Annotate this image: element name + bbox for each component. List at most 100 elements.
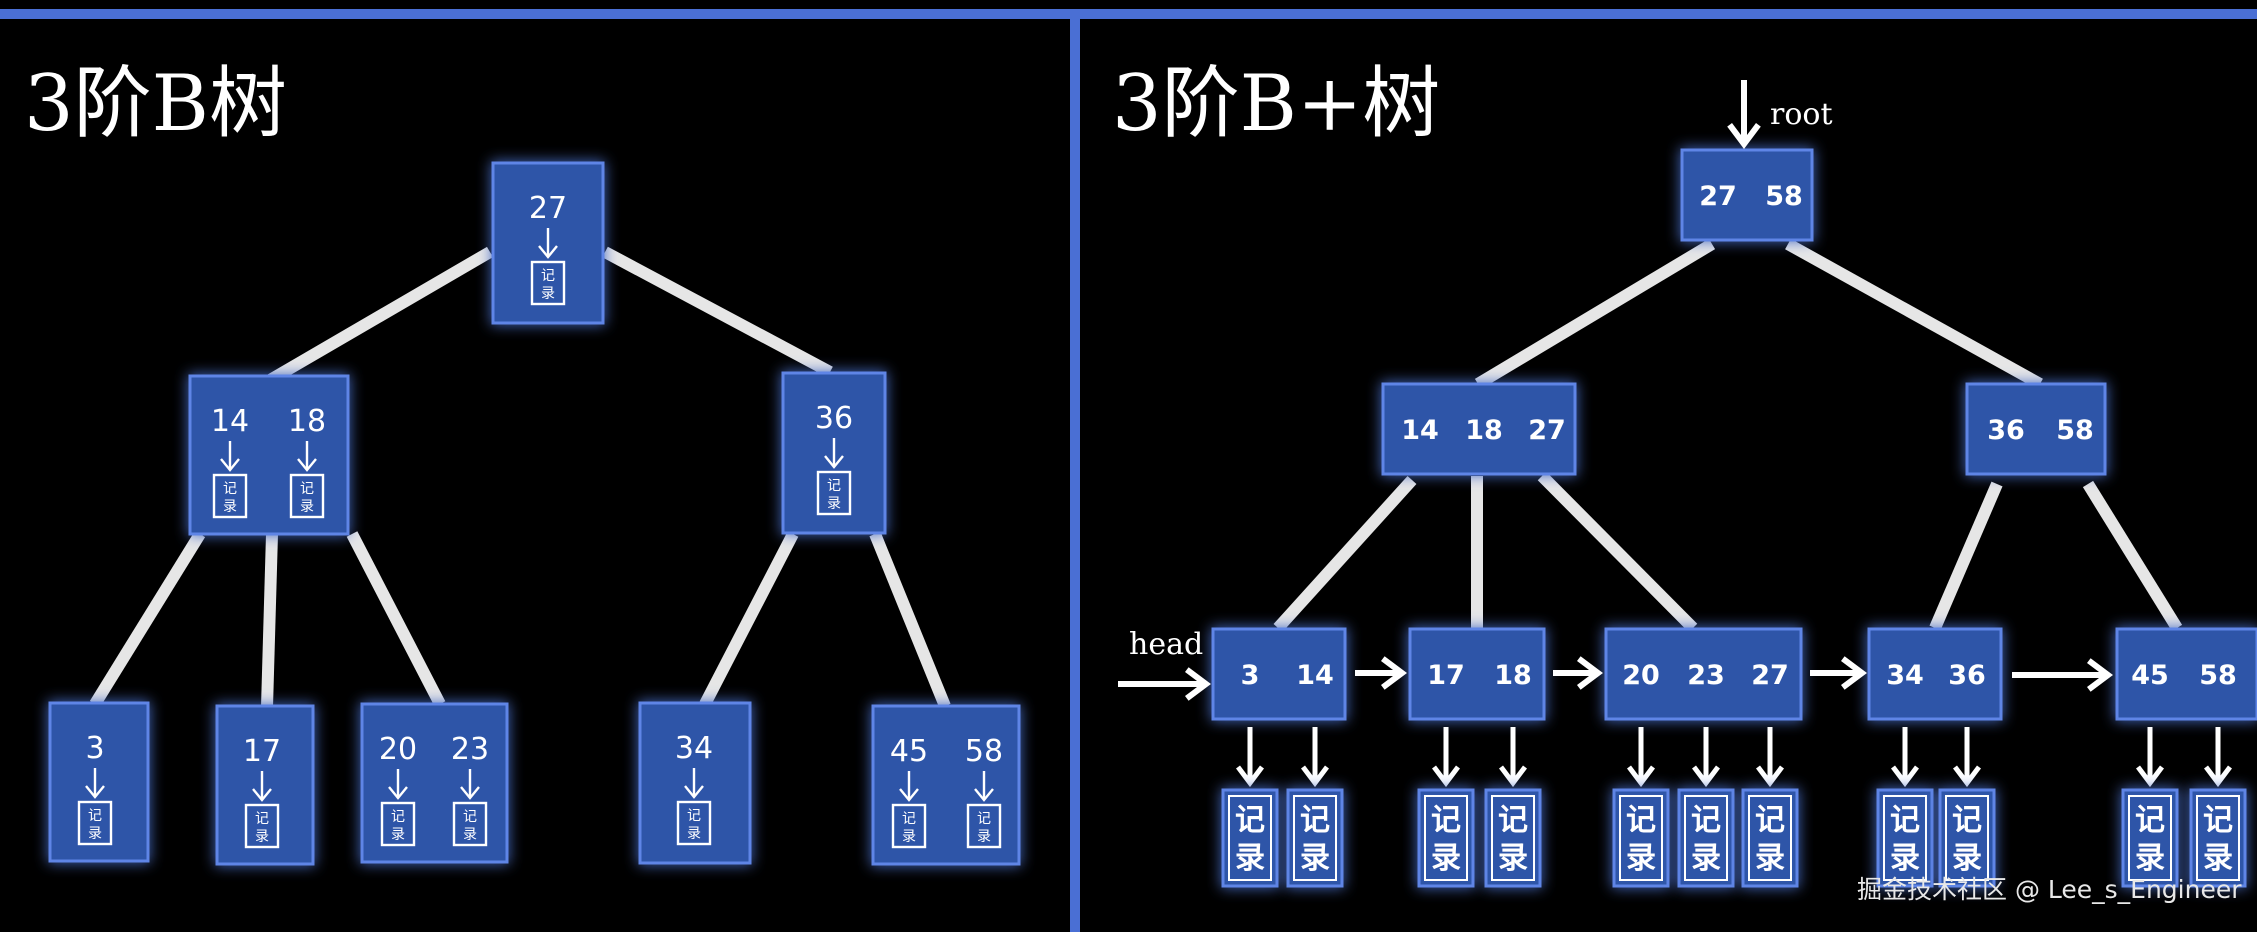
- bplus-leaf-node-record-char: 录: [1235, 841, 1265, 876]
- b-leaf-node-record-char: 录: [255, 829, 269, 845]
- bplus-leaf-node-record-arrow: [1236, 727, 1264, 788]
- bplus-leaf-node-record-char: 记: [1235, 803, 1265, 838]
- b-edge-14-18-to-3: [89, 530, 206, 708]
- bplus-leaf-link-arrow: [2012, 658, 2113, 692]
- bplus-leaf-node-record-char: 录: [1300, 841, 1330, 876]
- bplus-internal-node-box: [1965, 382, 2107, 476]
- bplus-leaf-node-record-char: 记: [1431, 803, 1461, 838]
- b-leaf-node-record-arrow: [684, 768, 704, 799]
- b-root-node-record-arrow: [538, 228, 558, 259]
- root-pointer-arrow: [1727, 80, 1761, 149]
- left-panel-title: 3阶B树: [24, 59, 287, 149]
- bplus-edge-root-to-36-58: [1785, 238, 2043, 390]
- b-internal-node-record-arrow: [824, 438, 844, 469]
- b-leaf-node-record-char: 记: [391, 809, 405, 825]
- b-leaf-node-record-char: 录: [391, 827, 405, 843]
- b-leaf-node-record: 记录: [452, 801, 488, 847]
- bplus-leaf-node-key: 58: [2199, 660, 2237, 691]
- b-leaf-node-box: [215, 704, 315, 866]
- b-leaf-node-record-arrow: [899, 771, 919, 802]
- bplus-leaf-node-key: 23: [1687, 660, 1725, 691]
- b-internal-node-record-char: 录: [300, 499, 314, 515]
- bplus-leaf-node-record-char: 记: [1300, 803, 1330, 838]
- b-root-node-key: 27: [529, 191, 567, 226]
- b-leaf-node-record-arrow: [252, 771, 272, 802]
- b-leaf-node-record: 记录: [891, 803, 927, 849]
- bplus-leaf-node-box: [2115, 627, 2257, 721]
- bplus-leaf-node-record-char: 录: [1498, 841, 1528, 876]
- b-leaf-node-record-arrow: [388, 769, 408, 800]
- b-internal-node-record: 记录: [816, 470, 852, 516]
- b-internal-node-key: 36: [815, 401, 853, 436]
- bplus-leaf-node-record-char: 记: [1952, 803, 1982, 838]
- bplus-internal-node-key: 36: [1987, 415, 2025, 446]
- b-leaf-node-record: 记录: [676, 800, 712, 846]
- bplus-root-node-key: 27: [1699, 181, 1737, 212]
- bplus-leaf-node-key: 3: [1241, 660, 1260, 691]
- bplus-leaf-node-record: 记录: [1221, 788, 1279, 888]
- b-root-node-record-char: 录: [541, 286, 555, 302]
- b-leaf-node-record-char: 录: [463, 827, 477, 843]
- b-leaf-node-key: 20: [379, 732, 417, 767]
- bplus-leaf-node-record-char: 录: [1890, 841, 1920, 876]
- b-internal-node-box: [188, 374, 350, 536]
- bplus-leaf-node-record: 记录: [2189, 788, 2247, 888]
- bplus-leaf-node-record-arrow: [1432, 727, 1460, 788]
- top-frame-bar: [0, 9, 2257, 19]
- bplus-leaf-node-record-char: 记: [1691, 803, 1721, 838]
- bplus-leaf-node-record-arrow: [2204, 727, 2232, 788]
- b-edge-root-to-14-18: [266, 246, 494, 386]
- bplus-leaf-link-arrow: [1553, 656, 1603, 690]
- b-internal-node-record-char: 记: [827, 478, 841, 494]
- bplus-edge-36-to-34-36: [1929, 481, 2003, 631]
- bplus-leaf-node-record: 记录: [1876, 788, 1934, 888]
- panel-divider: [1070, 19, 1080, 932]
- bplus-leaf-node-record: 记录: [1484, 788, 1542, 888]
- bplus-internal-node-box: [1381, 382, 1577, 476]
- bplus-leaf-node-record-arrow: [1953, 727, 1981, 788]
- bplus-root-node-box: [1680, 148, 1814, 242]
- bplus-leaf-node-record-char: 记: [1498, 803, 1528, 838]
- bplus-leaf-node-record: 记录: [1938, 788, 1996, 888]
- bplus-leaf-node-record-arrow: [1756, 727, 1784, 788]
- b-internal-node-record-arrow: [220, 441, 240, 472]
- b-internal-node-record: 记录: [212, 473, 248, 519]
- bplus-leaf-node-record-char: 录: [2135, 841, 2165, 876]
- bplus-leaf-node-record-char: 记: [2203, 803, 2233, 838]
- bplus-leaf-node-key: 17: [1427, 660, 1465, 691]
- b-leaf-node-record-char: 记: [902, 811, 916, 827]
- b-leaf-node-record-char: 录: [687, 826, 701, 842]
- b-leaf-node-record-char: 记: [88, 808, 102, 824]
- b-root-node: 27 记录: [491, 161, 605, 325]
- bplus-edge-14-to-3-14: [1273, 475, 1417, 633]
- b-root-node-record: 记录: [530, 260, 566, 306]
- bplus-leaf-node-box: [1211, 627, 1347, 721]
- bplus-internal-node-key: 18: [1465, 415, 1503, 446]
- b-internal-node-box: [781, 371, 887, 535]
- bplus-leaf-node-record-char: 录: [1431, 841, 1461, 876]
- b-internal-node-record: 记录: [289, 473, 325, 519]
- b-leaf-node-record-char: 录: [977, 829, 991, 845]
- b-edge-36-to-45-58: [869, 531, 951, 709]
- b-root-node-record-char: 记: [541, 268, 555, 284]
- bplus-leaf-node-record-char: 记: [1755, 803, 1785, 838]
- b-leaf-node-record: 记录: [244, 803, 280, 849]
- bplus-leaf-node-record-arrow: [1891, 727, 1919, 788]
- bplus-leaf-node-record-arrow: [1301, 727, 1329, 788]
- b-leaf-node-record-char: 记: [255, 811, 269, 827]
- bplus-leaf-node-key: 34: [1886, 660, 1924, 691]
- bplus-leaf-node-record: 记录: [1417, 788, 1475, 888]
- b-leaf-node-record: 记录: [380, 801, 416, 847]
- b-edge-root-to-36: [602, 246, 833, 378]
- bplus-leaf-node-box: [1408, 627, 1546, 721]
- b-leaf-node-key: 34: [675, 731, 713, 766]
- b-leaf-node-box: [48, 701, 150, 863]
- b-leaf-node-record-char: 记: [977, 811, 991, 827]
